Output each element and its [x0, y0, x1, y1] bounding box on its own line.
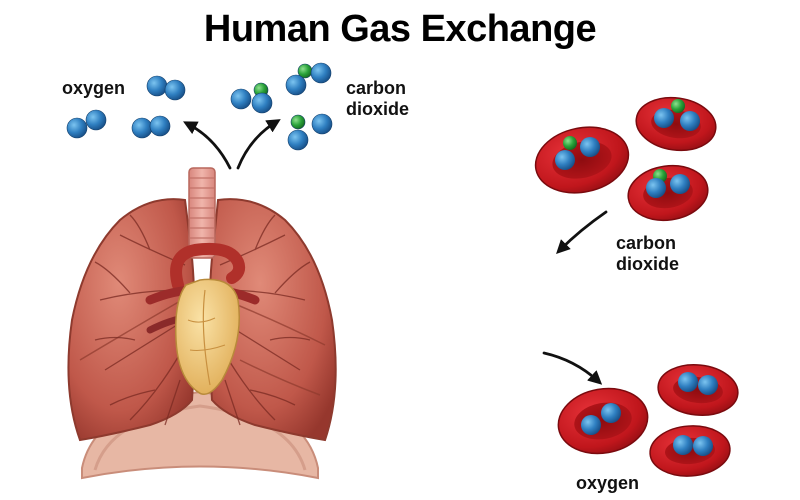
label-oxygen-bottom: oxygen	[576, 473, 640, 493]
blood-cells-co2	[534, 96, 717, 222]
red-blood-cell	[649, 425, 731, 477]
label-carbon-dioxide-top: carbon dioxide	[346, 78, 409, 120]
lungs	[67, 167, 337, 480]
oxygen-molecules-top	[66, 75, 186, 139]
heart	[174, 278, 241, 395]
red-blood-cell	[627, 164, 709, 222]
co2-molecules-top	[230, 62, 333, 151]
arrow-co2-out	[556, 210, 608, 254]
label-oxygen-top: oxygen	[62, 78, 126, 98]
red-blood-cell	[534, 126, 630, 194]
trachea	[188, 167, 216, 259]
label-line: carbon	[616, 233, 677, 253]
red-blood-cell	[657, 364, 739, 416]
arrow-to-co2	[236, 119, 281, 170]
label-carbon-dioxide-mid: carbon dioxide	[616, 233, 679, 275]
label-line: dioxide	[616, 254, 680, 274]
arrow-to-oxygen	[183, 121, 232, 170]
label-line: carbon	[346, 78, 407, 98]
arrows	[183, 119, 608, 385]
label-line: dioxide	[346, 99, 410, 119]
red-blood-cell	[635, 96, 717, 152]
diagram-title: Human Gas Exchange	[203, 8, 597, 50]
arrow-o2-in	[542, 351, 603, 385]
red-blood-cell	[557, 387, 649, 455]
blood-cells-o2	[557, 364, 739, 477]
